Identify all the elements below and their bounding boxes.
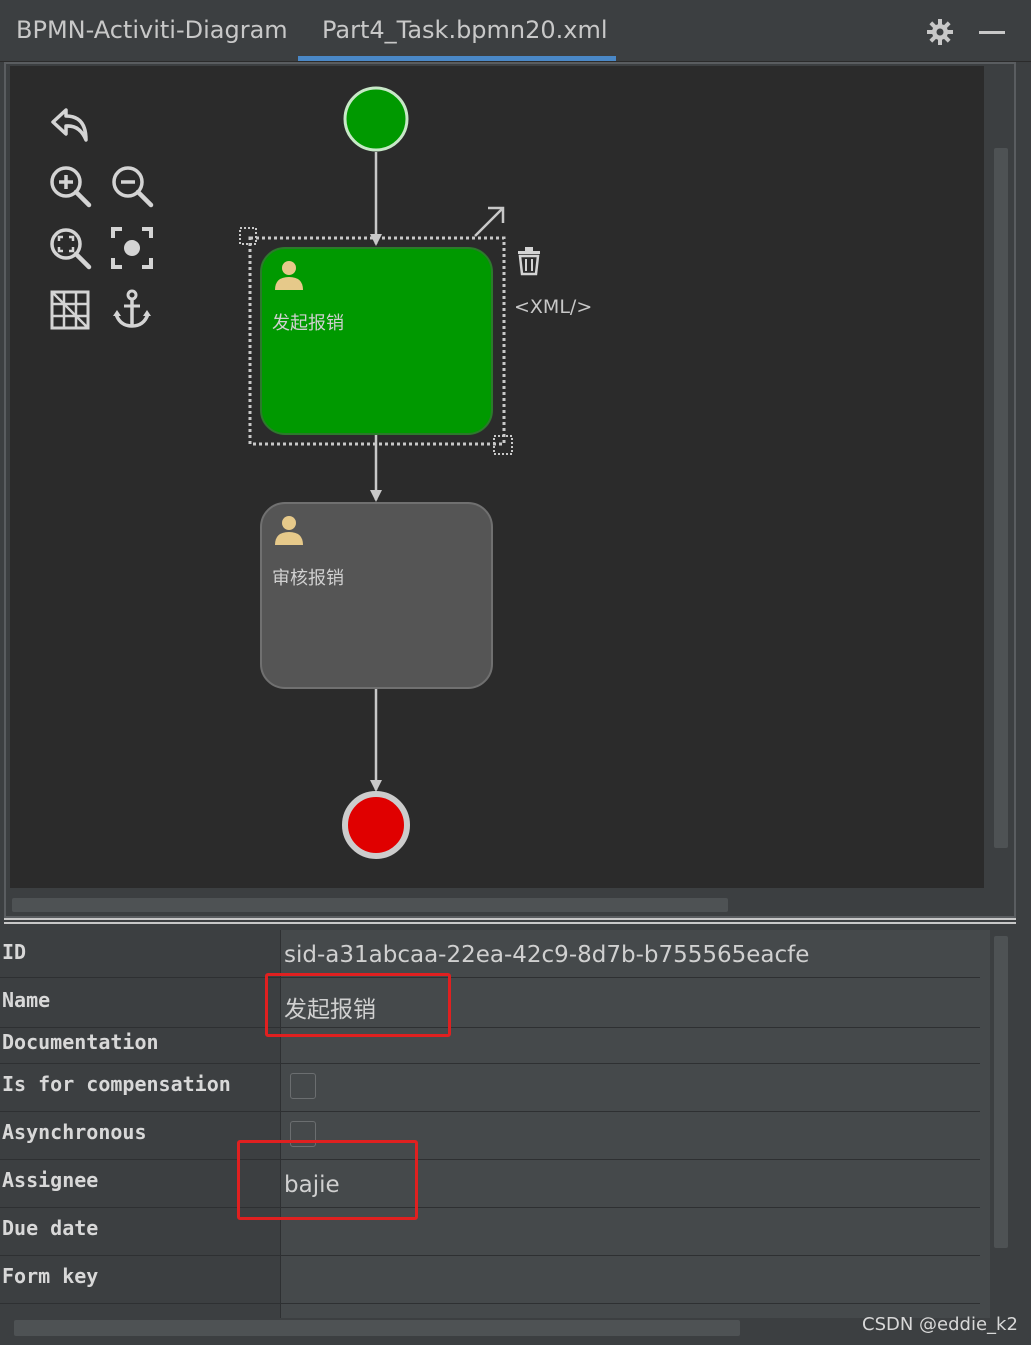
grid-icon[interactable]	[48, 288, 92, 332]
anchor-icon[interactable]	[110, 288, 154, 332]
property-key: Form key	[2, 1264, 99, 1288]
bpmn-diagram	[239, 86, 540, 859]
property-key: Due date	[2, 1216, 99, 1240]
id-field[interactable]: sid-a31abcaa-22ea-42c9-8d7b-b755565eacfe	[284, 942, 810, 968]
tab-part4-task-xml[interactable]: Part4_Task.bpmn20.xml	[322, 16, 608, 44]
diagram-canvas[interactable]	[10, 66, 984, 888]
zoom-fit-icon[interactable]	[48, 226, 92, 270]
property-values-column	[281, 930, 990, 1318]
selection-frame	[248, 236, 506, 446]
undo-icon[interactable]	[48, 102, 92, 146]
properties-vertical-scroll-thumb[interactable]	[994, 936, 1008, 1248]
task-1-label: 发起报销	[272, 313, 344, 334]
zoom-in-icon[interactable]	[48, 164, 92, 208]
property-row-documentation: Documentation	[0, 1028, 980, 1064]
center-icon[interactable]	[110, 226, 154, 270]
property-row-name: Name 发起报销	[0, 978, 980, 1028]
tab-bar: BPMN-Activiti-Diagram Part4_Task.bpmn20.…	[0, 0, 1031, 62]
selection-handle-bottom-right[interactable]	[493, 435, 513, 455]
task-2-label: 审核报销	[272, 568, 344, 589]
property-key: Documentation	[2, 1030, 159, 1054]
canvas-horizontal-scroll-thumb[interactable]	[12, 898, 728, 912]
property-row-form-key: Form key	[0, 1256, 980, 1304]
property-row-assignee: Assignee bajie	[0, 1160, 980, 1208]
user-task-icon	[275, 516, 303, 545]
task-2-box[interactable]	[260, 502, 493, 689]
zoom-out-icon[interactable]	[110, 164, 154, 208]
property-row-asynchronous: Asynchronous	[0, 1112, 980, 1160]
minimize-icon[interactable]	[979, 31, 1005, 34]
properties-horizontal-scroll-thumb[interactable]	[14, 1320, 740, 1336]
trash-icon[interactable]	[518, 247, 540, 276]
property-column-divider[interactable]	[280, 930, 281, 1318]
xml-view-button[interactable]: <XML/>	[514, 296, 593, 318]
property-key: ID	[2, 940, 27, 964]
tab-bpmn-activiti-diagram[interactable]: BPMN-Activiti-Diagram	[16, 16, 288, 44]
property-key: Name	[2, 988, 51, 1012]
start-event[interactable]	[343, 86, 409, 152]
canvas-vertical-scroll-thumb[interactable]	[994, 148, 1008, 848]
end-event[interactable]	[342, 791, 410, 859]
property-row-is-for-compensation: Is for compensation	[0, 1064, 980, 1112]
property-key: Is for compensation	[2, 1072, 231, 1096]
active-tab-indicator	[298, 56, 616, 61]
task-1-box[interactable]	[260, 247, 493, 435]
name-highlight-box	[265, 973, 451, 1037]
assignee-highlight-box	[237, 1140, 418, 1220]
property-row-due-date: Due date	[0, 1208, 980, 1256]
is-for-compensation-checkbox[interactable]	[290, 1073, 316, 1099]
watermark: CSDN @eddie_k2	[862, 1314, 1018, 1335]
selection-handle-top-left[interactable]	[239, 227, 257, 245]
property-key: Assignee	[2, 1168, 99, 1192]
property-key: Asynchronous	[2, 1120, 147, 1144]
panel-splitter[interactable]	[4, 918, 1016, 924]
name-field[interactable]: 发起报销	[284, 997, 376, 1023]
assignee-field[interactable]: bajie	[284, 1172, 340, 1198]
connect-arrow-icon[interactable]	[474, 206, 505, 237]
gear-icon[interactable]	[926, 18, 954, 46]
property-row-id: ID sid-a31abcaa-22ea-42c9-8d7b-b755565ea…	[0, 930, 980, 978]
right-edge-strip	[1016, 62, 1031, 1345]
user-task-icon	[275, 261, 303, 290]
